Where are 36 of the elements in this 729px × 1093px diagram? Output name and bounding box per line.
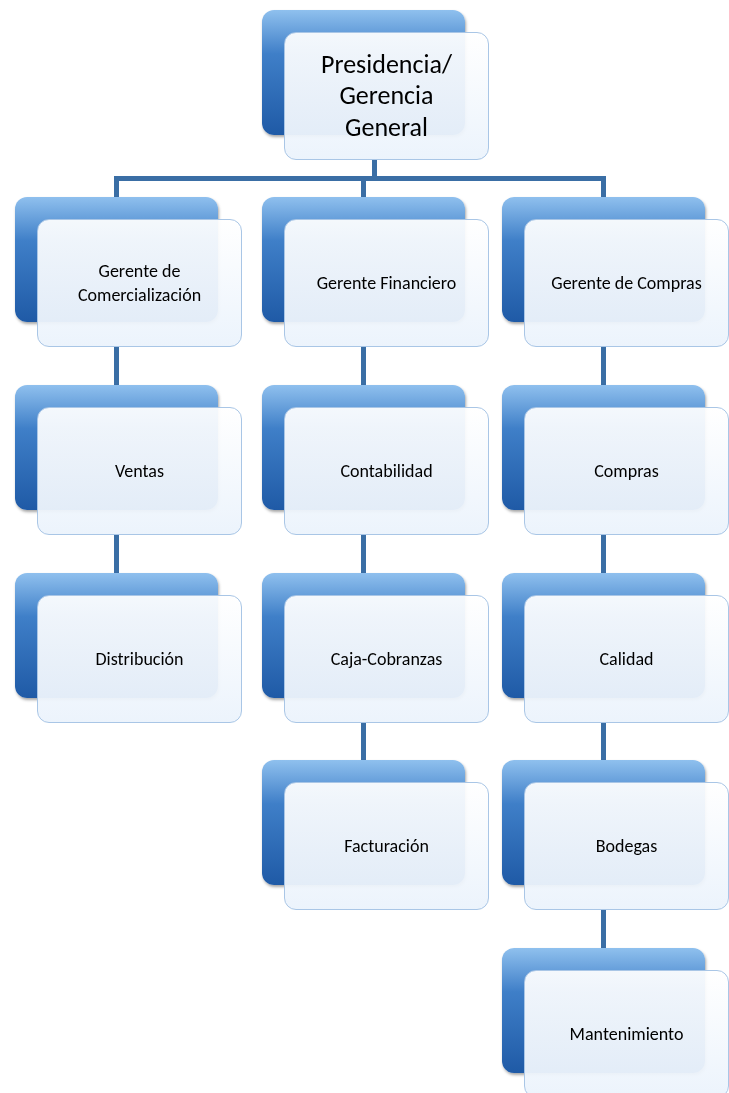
connector-line	[601, 910, 606, 948]
box-label: Contabilidad	[340, 458, 433, 484]
box-label: Gerente de Compras	[551, 270, 702, 296]
org-box	[262, 760, 489, 910]
box-label: Compras	[594, 458, 659, 484]
org-box	[502, 197, 729, 347]
org-box	[262, 197, 489, 347]
box-label: Mantenimiento	[569, 1021, 684, 1047]
connector-line	[601, 723, 606, 760]
org-box	[502, 760, 729, 910]
connector-line	[361, 535, 366, 573]
box-label: Bodegas	[595, 833, 658, 859]
box-label: Gerente de Comercialización	[76, 258, 203, 308]
org-box	[15, 573, 242, 723]
org-box	[15, 197, 242, 347]
box-label: Gerente Financiero	[316, 270, 457, 296]
org-box	[502, 385, 729, 535]
connector-line	[361, 347, 366, 385]
org-box	[502, 948, 729, 1093]
box-label: Facturación	[344, 833, 429, 859]
connector-line	[601, 535, 606, 573]
box-label: Presidencia/ Gerencia General	[320, 49, 453, 143]
box-label: Caja-Cobranzas	[330, 646, 443, 672]
box-label: Distribución	[95, 646, 184, 672]
connector-line	[114, 347, 119, 385]
org-box	[502, 573, 729, 723]
box-label: Ventas	[114, 458, 164, 484]
connector-line	[361, 723, 366, 760]
org-box	[262, 10, 489, 160]
connector-line	[372, 160, 606, 197]
box-label: Calidad	[599, 646, 654, 672]
org-box	[262, 573, 489, 723]
org-box	[15, 385, 242, 535]
connector-line	[601, 347, 606, 385]
connector-line	[114, 535, 119, 573]
org-box	[262, 385, 489, 535]
